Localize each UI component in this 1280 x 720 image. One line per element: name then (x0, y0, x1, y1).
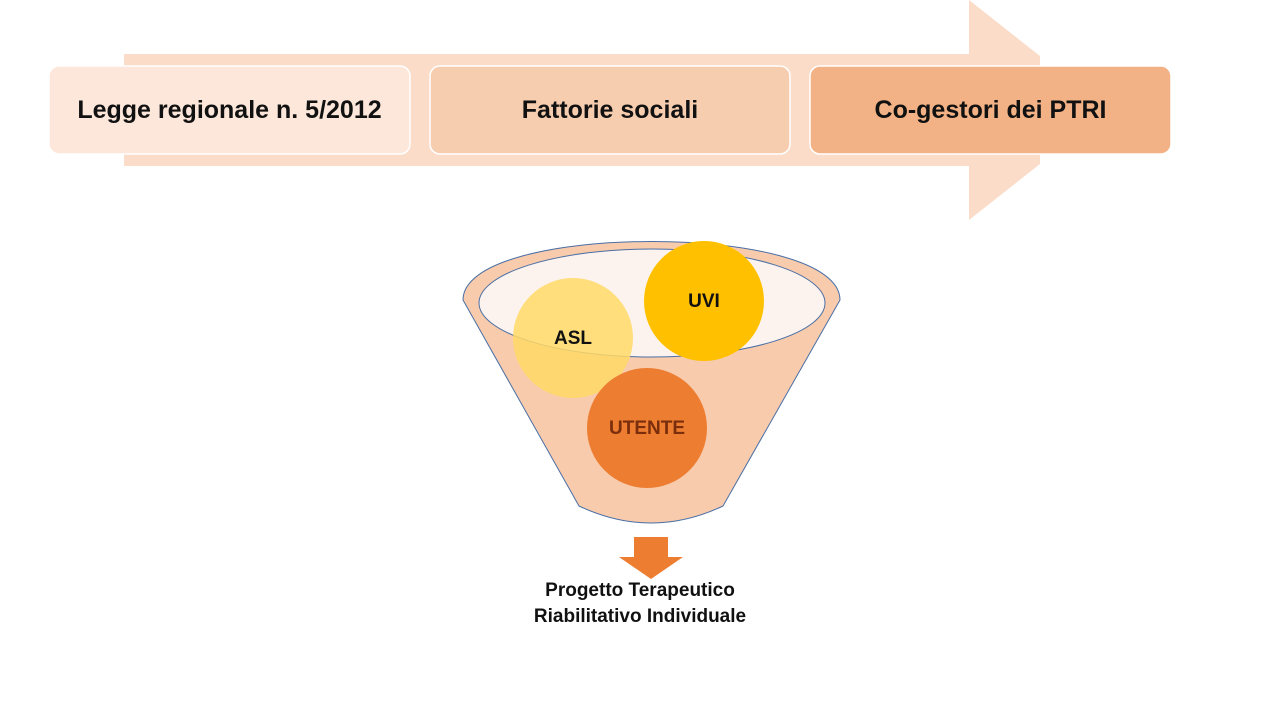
process-step-1-label: Legge regionale n. 5/2012 (77, 96, 381, 124)
down-arrow-icon (619, 537, 683, 579)
circle-uvi-label: UVI (688, 291, 720, 312)
funnel: ASL UVI UTENTE (462, 241, 841, 524)
circle-asl-shape (513, 278, 633, 398)
circle-utente: UTENTE (587, 368, 707, 488)
process-step-3-label: Co-gestori dei PTRI (875, 96, 1107, 124)
process-step-2: Fattorie sociali (429, 65, 791, 155)
circle-uvi-shape (644, 241, 764, 361)
circle-utente-label: UTENTE (609, 418, 685, 439)
process-step-1-box (48, 65, 411, 155)
circle-asl: ASL (513, 278, 633, 398)
circle-utente-shape (587, 368, 707, 488)
circle-asl-label: ASL (554, 328, 592, 349)
process-step-1: Legge regionale n. 5/2012 (48, 65, 411, 155)
process-step-2-box (429, 65, 791, 155)
process-step-3-box (809, 65, 1172, 155)
process-step-3: Co-gestori dei PTRI (809, 65, 1172, 155)
process-step-2-label: Fattorie sociali (522, 96, 698, 124)
circle-uvi: UVI (644, 241, 764, 361)
result-label-line-2: Riabilitativo Individuale (534, 606, 746, 627)
result-label-line-1: Progetto Terapeutico (545, 580, 735, 601)
